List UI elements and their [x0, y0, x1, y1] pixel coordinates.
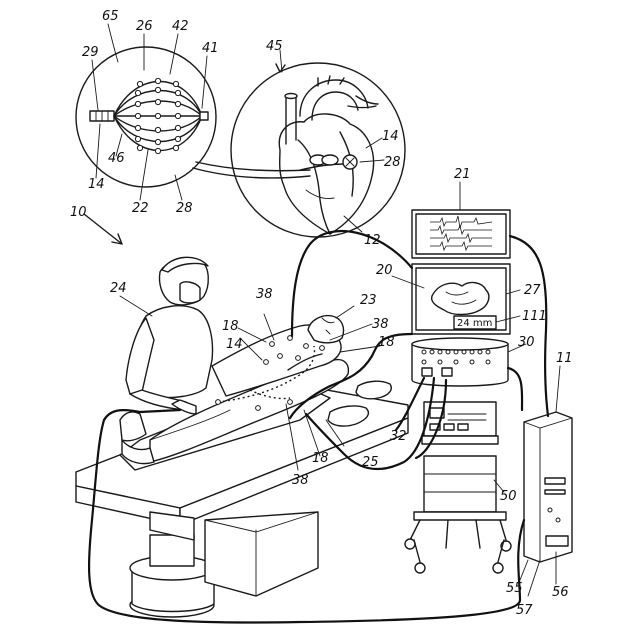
screen-measurement: 24 mm [457, 318, 492, 329]
label-56: 56 [552, 585, 569, 600]
label-14-patient: 14 [226, 337, 243, 352]
label-41: 41 [202, 41, 219, 56]
label-27: 27 [524, 283, 541, 298]
label-29: 29 [82, 45, 99, 60]
label-10: 10 [70, 205, 87, 220]
label-18-right: 18 [378, 335, 395, 350]
label-22: 22 [132, 201, 149, 216]
label-20: 20 [376, 263, 393, 278]
label-42: 42 [172, 19, 189, 34]
heart-detail-inset [231, 50, 405, 237]
label-21: 21 [454, 167, 471, 182]
label-12: 12 [364, 233, 381, 248]
label-24: 24 [110, 281, 127, 296]
physician [120, 257, 212, 414]
label-14-basket: 14 [88, 177, 105, 192]
label-25: 25 [362, 455, 379, 470]
label-18-bottom: 18 [312, 451, 329, 466]
label-65: 65 [102, 9, 119, 24]
label-30: 30 [518, 335, 535, 350]
monitor-map [392, 264, 520, 334]
label-26: 26 [136, 19, 153, 34]
label-111: 111 [522, 309, 547, 324]
label-28-heart: 28 [384, 155, 401, 170]
label-57: 57 [516, 603, 533, 618]
label-50: 50 [500, 489, 517, 504]
label-46: 46 [108, 151, 125, 166]
label-14-heart: 14 [382, 129, 399, 144]
label-18-left: 18 [222, 319, 239, 334]
console-cart [405, 338, 526, 573]
label-11: 11 [556, 351, 573, 366]
label-23: 23 [360, 293, 377, 308]
label-28-basket: 28 [176, 201, 193, 216]
label-45: 45 [266, 39, 283, 54]
label-38-right: 38 [372, 317, 389, 332]
label-55: 55 [506, 581, 523, 596]
label-38-bottom: 38 [292, 473, 309, 488]
label-38-top: 38 [256, 287, 273, 302]
monitor-ecg [412, 182, 510, 258]
label-32: 32 [390, 429, 407, 444]
